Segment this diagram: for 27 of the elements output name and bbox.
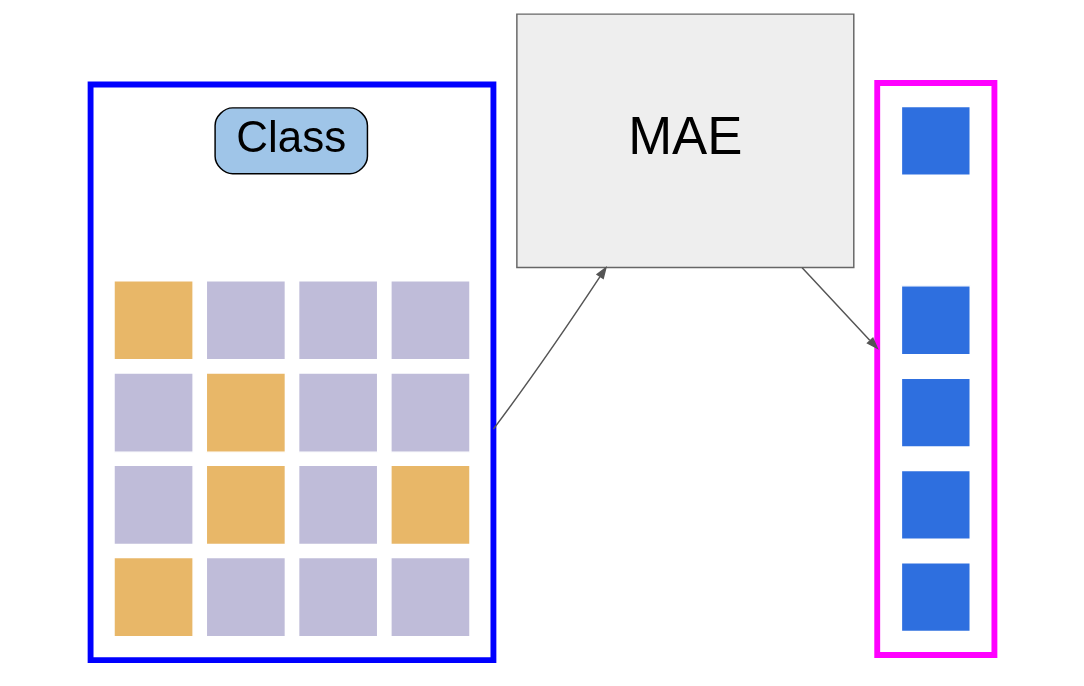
node-box [297, 556, 378, 638]
node-box [205, 464, 286, 546]
node-box [389, 372, 471, 453]
node-box [900, 469, 971, 541]
node-box: Class [213, 107, 368, 175]
cluster [873, 80, 997, 658]
node-box [112, 464, 194, 546]
node-box [900, 377, 971, 448]
node-box [389, 280, 471, 361]
node-box [297, 280, 378, 361]
node-box [112, 556, 194, 638]
arrow [492, 265, 607, 430]
node-box [112, 280, 194, 361]
node-box [297, 372, 378, 453]
node-box [205, 556, 286, 638]
node-box [297, 464, 378, 546]
node-box [900, 105, 971, 176]
node-box [205, 372, 286, 453]
node-box [900, 285, 971, 356]
node-box [900, 562, 971, 633]
node-box: MAE [515, 13, 854, 269]
node-box [389, 464, 471, 546]
cluster [87, 81, 496, 664]
arrow [800, 266, 879, 350]
node-box [389, 556, 471, 638]
node-box [112, 372, 194, 453]
node-box [205, 280, 286, 361]
